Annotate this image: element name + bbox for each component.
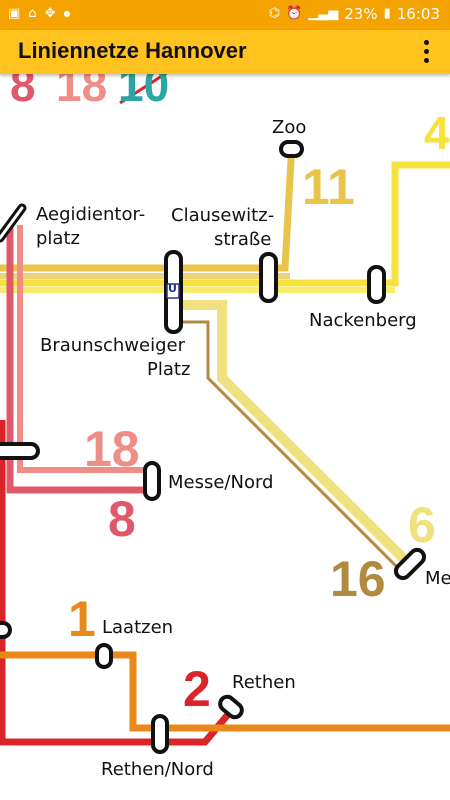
line-1-track <box>0 651 450 732</box>
station-marker-laatzen[interactable] <box>95 643 113 669</box>
more-vert-icon[interactable] <box>414 36 438 66</box>
line-number-8: 8 <box>108 491 136 547</box>
image-icon: ▣ <box>8 6 21 21</box>
station-marker-rethen-nord[interactable] <box>151 714 169 754</box>
station-marker-left-620[interactable] <box>0 621 12 639</box>
line-number-2: 2 <box>183 661 211 717</box>
app-title: Liniennetze Hannover <box>18 38 247 63</box>
line-number-4: 4 <box>424 107 450 159</box>
line-16-track <box>175 320 400 570</box>
station-marker-zoo[interactable] <box>279 140 304 158</box>
station-label-clausewitz-2[interactable]: straße <box>214 229 272 250</box>
signal-icon: ▁▃▅ <box>308 6 339 21</box>
line-number-18: 18 <box>84 421 140 477</box>
app-bar: Liniennetze Hannover <box>0 30 450 74</box>
station-label-rethen-nord[interactable]: Rethen/Nord <box>101 759 214 780</box>
line-number-11: 11 <box>302 159 355 215</box>
battery-icon: ▮ <box>383 6 391 21</box>
station-label-laatzen[interactable]: Laatzen <box>102 617 174 638</box>
clock: 16:03 <box>396 5 440 23</box>
station-marker-rethen[interactable] <box>217 694 244 720</box>
status-bar-right: ⌬ ⏰ ▁▃▅ 23% ▮ 16:03 <box>269 5 440 23</box>
station-marker-nackenberg[interactable] <box>367 265 386 304</box>
ubahn-badge-bg <box>166 283 180 299</box>
station-marker-clausewitz[interactable] <box>259 252 278 303</box>
station-label-braunschweiger-1[interactable]: Braunschweiger <box>40 335 185 356</box>
station-label-rethen[interactable]: Rethen <box>232 672 296 693</box>
station-label-braunschweiger-2[interactable]: Platz <box>147 359 191 380</box>
station-label-messe-nord[interactable]: Messe/Nord <box>168 472 274 493</box>
line-6-track <box>175 300 414 569</box>
hotspot-icon: ⌬ <box>268 6 281 21</box>
station-marker-left-edge[interactable] <box>0 442 40 460</box>
station-marker-messe-ost[interactable] <box>393 547 427 581</box>
station-label-nackenberg[interactable]: Nackenberg <box>309 310 417 331</box>
transit-map[interactable]: U 8 18 10 4 11 18 8 6 16 1 2 Zoo Aegidie… <box>0 62 450 800</box>
game-icon: ✥ <box>44 6 56 21</box>
line-8-track <box>6 222 150 494</box>
station-label-aegidientorplatz-2[interactable]: platz <box>36 228 80 249</box>
line-number-1: 1 <box>68 591 96 647</box>
line-18-track <box>17 225 150 473</box>
station-label-clausewitz-1[interactable]: Clausewitz- <box>171 205 275 226</box>
station-marker-messe-nord[interactable] <box>143 461 161 501</box>
station-label-zoo[interactable]: Zoo <box>272 117 307 138</box>
alarm-icon: ⏰ <box>286 6 303 21</box>
status-bar-left: ▣ ⌂ ✥ ● <box>8 5 70 23</box>
station-label-aegidientorplatz-1[interactable]: Aegidientor- <box>36 204 146 225</box>
status-bar: ▣ ⌂ ✥ ● ⌬ ⏰ ▁▃▅ 23% ▮ 16:03 <box>0 0 450 30</box>
station-label-messe-ost[interactable]: Me <box>425 568 450 589</box>
line-4-track <box>0 161 450 287</box>
line-10-strike <box>119 74 168 105</box>
ubahn-badge: U <box>168 282 177 295</box>
transit-map-graphics <box>0 74 450 754</box>
aegidientorplatz-connector-inner <box>0 206 24 240</box>
home-icon: ⌂ <box>28 6 37 21</box>
battery-percent: 23% <box>344 5 378 23</box>
dot-icon: ● <box>63 9 71 18</box>
line-number-6: 6 <box>408 497 436 553</box>
line-number-16: 16 <box>330 551 386 607</box>
